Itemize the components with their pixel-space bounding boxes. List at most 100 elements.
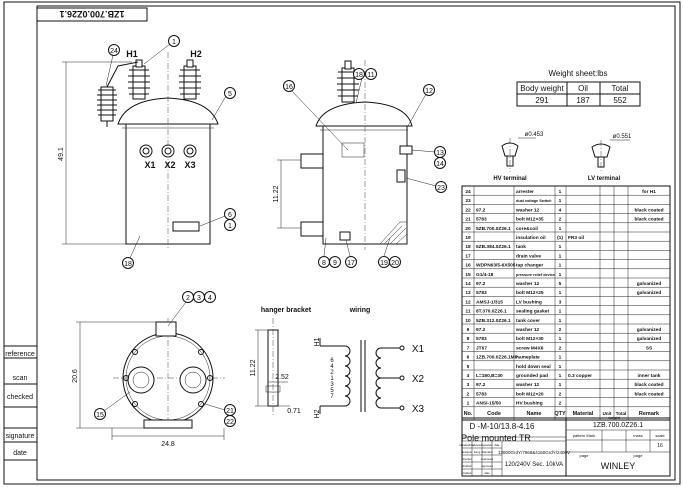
hv-terminal-dim: ø0.453 xyxy=(525,132,544,138)
bom-cell: inner tank xyxy=(638,373,661,379)
front-view: 49.1 H1 H2 X1 X2 X3 24 1 5 6 1 18 xyxy=(58,35,236,269)
bom-cell: washer 12 xyxy=(515,281,540,287)
title-role-label: approved xyxy=(481,464,493,468)
lv-coil xyxy=(375,347,382,409)
hanger-dim-thickness: 0.71 xyxy=(287,408,301,415)
bom-cell: 1 xyxy=(467,401,470,407)
bom-cell: black coated xyxy=(634,217,663,223)
bom-cell: 19 xyxy=(465,235,471,241)
plan-balloon-3: 3 xyxy=(197,295,201,302)
bom-cell: 1 xyxy=(559,272,562,278)
bom-cell: AMSJ-1/315 xyxy=(476,299,503,305)
front-balloon-6: 6 xyxy=(228,212,232,219)
side-cover xyxy=(315,101,413,127)
weight-sheet: Weight sheet:lbs Body weight Oil Total 2… xyxy=(516,69,641,107)
bom-cell: 0.3 copper xyxy=(568,373,592,379)
bom-cell: nameplate xyxy=(516,355,540,361)
bom-cell: 5 xyxy=(467,364,470,370)
bom-cell: washer 12 xyxy=(515,207,540,213)
bom-cell: 13 xyxy=(465,290,471,296)
title-role-label: revision xyxy=(472,443,482,447)
bom-cell: bolt M12×35 xyxy=(516,217,544,223)
side-balloon-13: 13 xyxy=(436,150,444,157)
bom-cell: 23 xyxy=(465,198,471,204)
bom-cell: 2 xyxy=(559,345,562,351)
bom-cell: WDPN63/5-6X505 xyxy=(476,263,516,269)
wiring-h1: H1 xyxy=(314,337,321,346)
bom-header: Unit xyxy=(603,411,612,416)
bom-cell: washer 12 xyxy=(515,327,540,333)
plan-bushing-left xyxy=(127,366,155,394)
bom-cell: 17 xyxy=(465,253,471,259)
bom-cell: HV bushing xyxy=(516,401,543,407)
bom-cell: 97.2 xyxy=(476,207,486,213)
bom-cell: drain valve xyxy=(516,253,541,259)
wiring-h2: H2 xyxy=(314,409,321,418)
side-balloon-17: 17 xyxy=(347,260,355,267)
plan-arrester-mount xyxy=(155,321,177,337)
plan-hanger xyxy=(143,419,193,429)
hv-coil xyxy=(344,345,351,407)
bom-cell: LV bushing xyxy=(516,299,542,305)
plan-balloon-21: 21 xyxy=(226,408,234,415)
left-margin-table: reference scan checked signature date xyxy=(4,345,37,461)
bom-cell: JT67 xyxy=(476,345,487,351)
side-balloon-10: 18 xyxy=(355,72,363,79)
plan-width-dim: 24.8 xyxy=(161,441,175,448)
bom-cell: 1ZB.700.0Z26.1MP xyxy=(476,355,519,361)
terminal-h2-label: H2 xyxy=(190,49,202,59)
weight-oil-value: 187 xyxy=(576,96,590,105)
bom-cell: 5783 xyxy=(476,391,487,397)
title-role-label: signature xyxy=(481,443,493,447)
bom-cell: 1 xyxy=(559,198,562,204)
bom-cell: for H1 xyxy=(642,189,656,195)
company-name: WINLEY xyxy=(601,461,636,471)
bom-cell: black coated xyxy=(634,382,663,388)
bom-cell: 97.2 xyxy=(476,281,486,287)
bom-cell: insulation oil xyxy=(516,235,546,241)
lv-label-x2: X2 xyxy=(164,160,175,170)
side-balloon-19: 19 xyxy=(380,260,388,267)
tap-3: 3 xyxy=(330,382,334,388)
inner-frame xyxy=(36,5,676,481)
bom-cell: 1 xyxy=(559,309,562,315)
bom-cell: 5783 xyxy=(476,217,487,223)
bom-cell: 7 xyxy=(467,345,470,351)
bom-cell: 4 xyxy=(559,207,562,213)
bom-cell: 5783 xyxy=(476,336,487,342)
bom-cell: 20 xyxy=(465,226,471,232)
bom-cell: 2 xyxy=(559,217,562,223)
bom-cell: grounded pad xyxy=(516,373,548,379)
bom-cell: 16 xyxy=(465,263,471,269)
bom-cell: 5ZB.312.0Z26.1 xyxy=(476,318,511,324)
bom-cell: 21 xyxy=(465,217,471,223)
nameplate xyxy=(172,221,200,232)
bom-header: Name xyxy=(527,411,542,417)
hv-terminal-label: HV terminal xyxy=(493,176,527,182)
wiring-x2: X2 xyxy=(412,374,425,385)
bom-cell: 1 xyxy=(559,364,562,370)
bom-cell: 5ZB.700.0Z26.1 xyxy=(476,226,511,232)
bom-cell: 8 xyxy=(467,336,470,342)
arrester xyxy=(97,61,139,127)
title-name-line1: D -M-10/13.8-4.16 xyxy=(470,422,535,431)
plan-balloon-4: 4 xyxy=(208,295,212,302)
side-balloon-23: 23 xyxy=(437,185,445,192)
bom-cell: 1 xyxy=(559,290,562,296)
weight-sheet-title: Weight sheet:lbs xyxy=(549,69,608,78)
plan-balloon-2: 2 xyxy=(186,295,190,302)
bom-cell: tank xyxy=(516,244,526,250)
lv-terminal-detail: ø0.551 LV terminal xyxy=(588,134,632,182)
bom-cell: 2 xyxy=(559,391,562,397)
side-height-dim: 11.22 xyxy=(273,185,280,202)
bom-cell: 12 xyxy=(465,299,471,305)
side-balloon-11: 11 xyxy=(367,72,374,79)
title-cell-page1: page xyxy=(580,453,590,458)
bom-cell: galvanized xyxy=(637,336,662,342)
bom-cell: 1 xyxy=(559,382,562,388)
tap-7: 7 xyxy=(330,394,334,400)
bom-cell: bolt M12×20 xyxy=(516,391,544,397)
